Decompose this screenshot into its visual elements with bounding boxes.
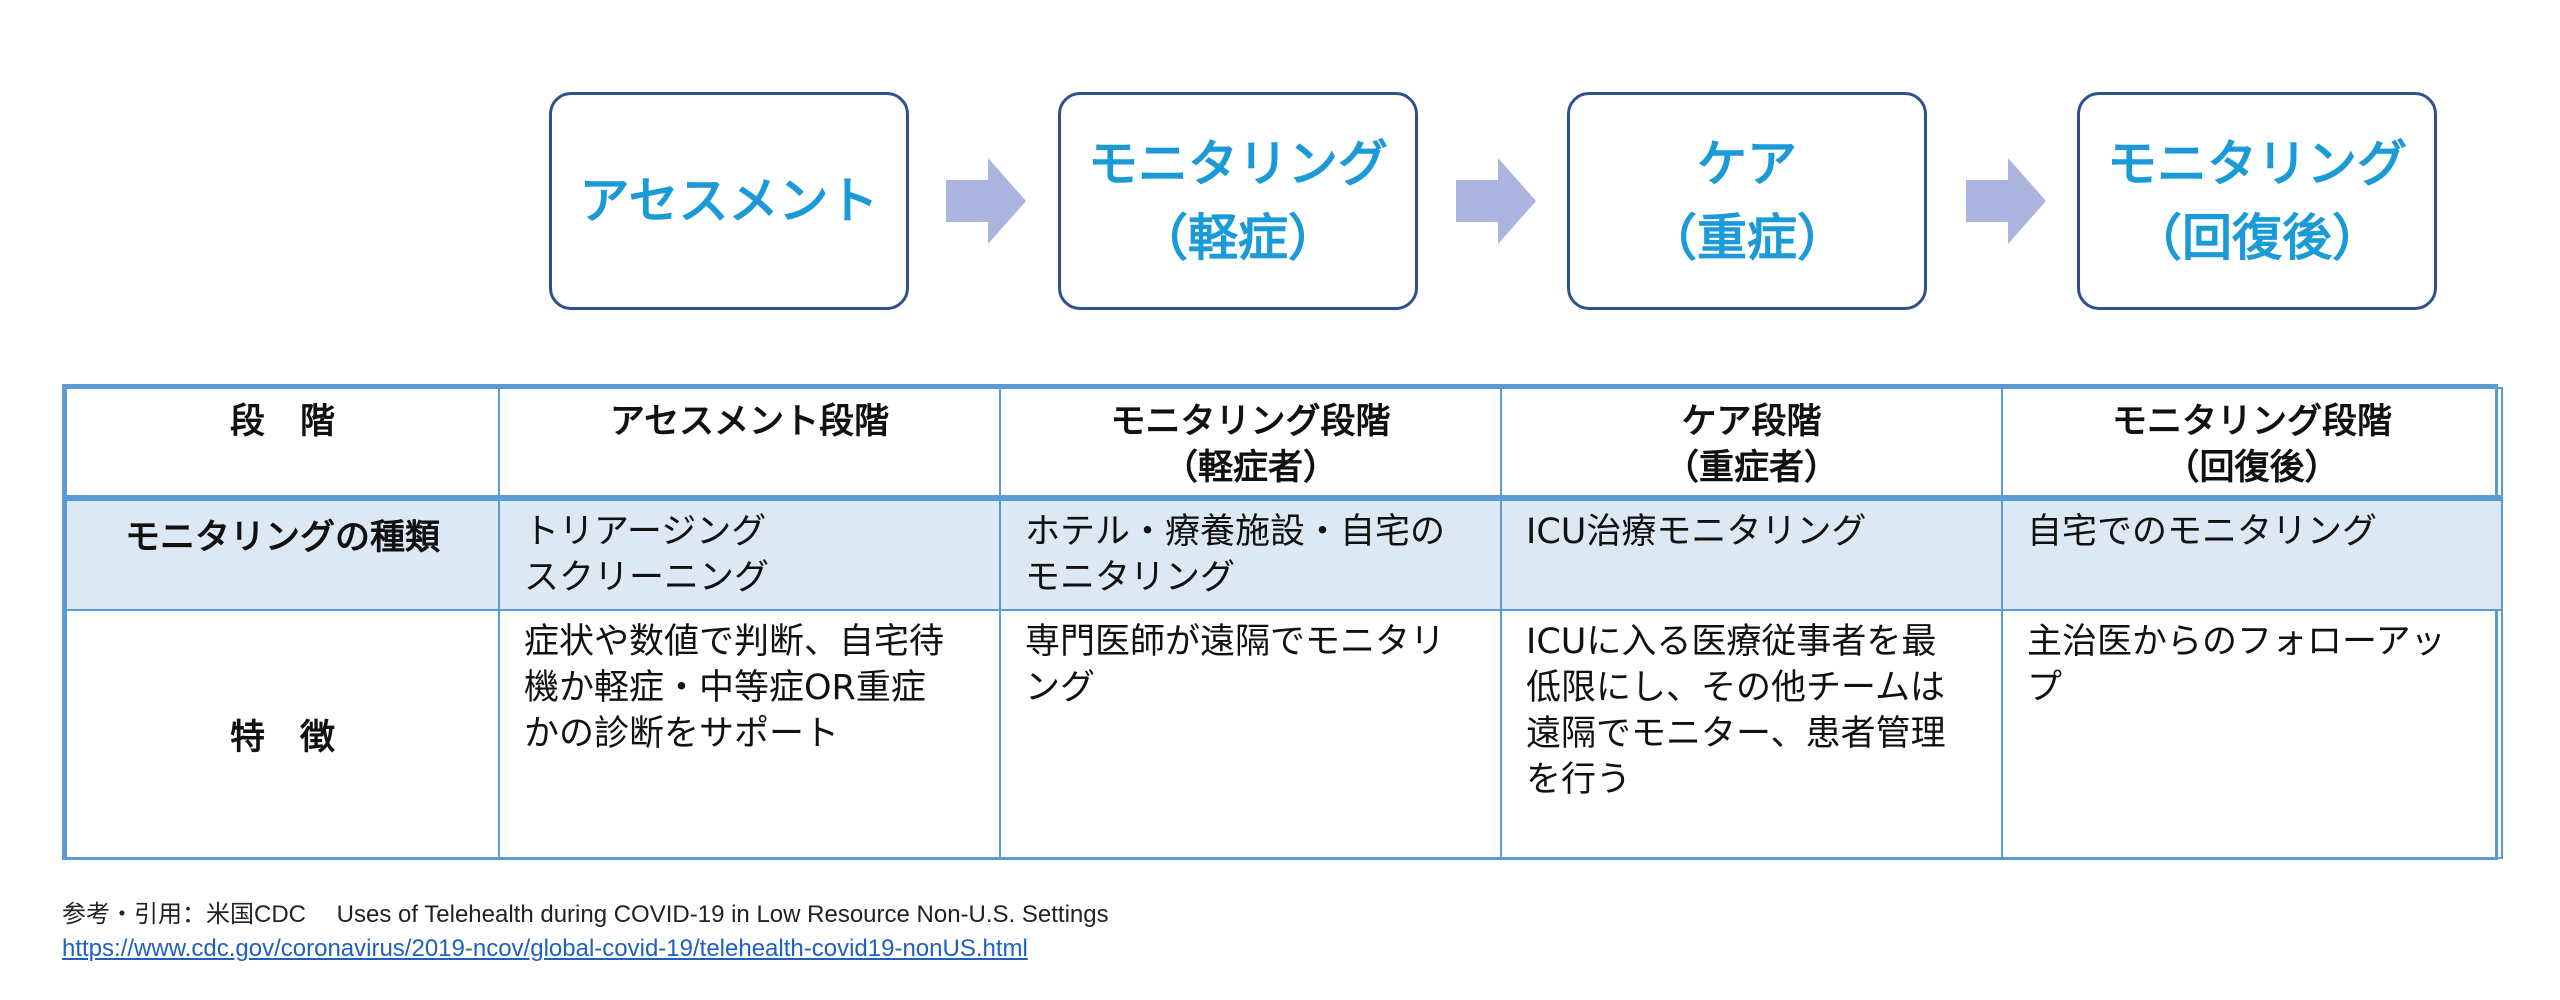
stage-comparison-table: 段 階 アセスメント段階 モニタリング段階 （軽症者） ケア段階 （重症者） モ… [62, 384, 2503, 860]
stage-sublabel: （回復後） [2132, 209, 2382, 267]
source-text: 参考・引用：米国CDC Uses of Telehealth during CO… [62, 901, 1109, 928]
right-block-arrow-icon [1966, 158, 2046, 244]
stage-flow-diagram: アセスメント モニタリング （軽症） ケア （重症） モニタリング （回復後） [0, 0, 2560, 340]
table-header-row: 段 階 アセスメント段階 モニタリング段階 （軽症者） ケア段階 （重症者） モ… [65, 387, 2503, 501]
source-link[interactable]: https://www.cdc.gov/coronavirus/2019-nco… [62, 935, 1028, 962]
table-row-features: 特 徴 症状や数値で判断、自宅待 機か軽症・中等症OR重症 かの診断をサポート … [65, 609, 2503, 859]
stage-label: モニタリング [1088, 135, 1388, 193]
stage-label: アセスメント [579, 172, 879, 230]
table-cell: ホテル・療養施設・自宅の モニタリング [999, 497, 1502, 611]
source-citation: 参考・引用：米国CDC Uses of Telehealth during CO… [62, 898, 1109, 966]
stage-sublabel: （軽症） [1138, 209, 1338, 267]
right-block-arrow-icon [946, 158, 1026, 244]
header-col-monitoring-mild: モニタリング段階 （軽症者） [999, 387, 1502, 501]
header-col-title: モニタリング段階 [2111, 402, 2392, 442]
header-col-subtitle: （軽症者） [1162, 448, 1338, 488]
stage-label: ケア [1697, 135, 1797, 193]
table-cell: 専門医師が遠隔でモニタリ ング [999, 609, 1502, 859]
stage-sublabel: （重症） [1647, 209, 1847, 267]
table-cell: トリアージング スクリーニング [498, 497, 1001, 611]
header-col-title: モニタリング段階 [1110, 402, 1391, 442]
table-cell: ICUに入る医療従事者を最 低限にし、その他チームは 遠隔でモニター、患者管理 … [1500, 609, 2003, 859]
table-cell: 症状や数値で判断、自宅待 機か軽症・中等症OR重症 かの診断をサポート [498, 609, 1001, 859]
header-col-assessment: アセスメント段階 [498, 387, 1001, 501]
header-col-title: ケア段階 [1681, 402, 1822, 442]
right-block-arrow-icon [1456, 158, 1536, 244]
table-row-monitoring-type: モニタリングの種類 トリアージング スクリーニング ホテル・療養施設・自宅の モ… [65, 497, 2503, 611]
row-label-features: 特 徴 [65, 609, 500, 859]
row-label-monitoring-type: モニタリングの種類 [65, 497, 500, 611]
stage-box-care-severe: ケア （重症） [1567, 92, 1927, 310]
table-cell: 自宅でのモニタリング [2001, 497, 2503, 611]
header-col-monitoring-recovery: モニタリング段階 （回復後） [2001, 387, 2503, 501]
header-col-title: アセスメント段階 [609, 402, 890, 442]
header-col-subtitle: （回復後） [2164, 448, 2340, 488]
stage-box-monitoring-mild: モニタリング （軽症） [1058, 92, 1418, 310]
table-cell: 主治医からのフォローアッ プ [2001, 609, 2503, 859]
header-col-care-severe: ケア段階 （重症者） [1500, 387, 2003, 501]
stage-box-monitoring-recovery: モニタリング （回復後） [2077, 92, 2437, 310]
stage-box-assessment: アセスメント [549, 92, 909, 310]
stage-label: モニタリング [2107, 135, 2407, 193]
header-stage-label: 段 階 [65, 387, 500, 501]
table-cell: ICU治療モニタリング [1500, 497, 2003, 611]
header-col-subtitle: （重症者） [1663, 448, 1839, 488]
